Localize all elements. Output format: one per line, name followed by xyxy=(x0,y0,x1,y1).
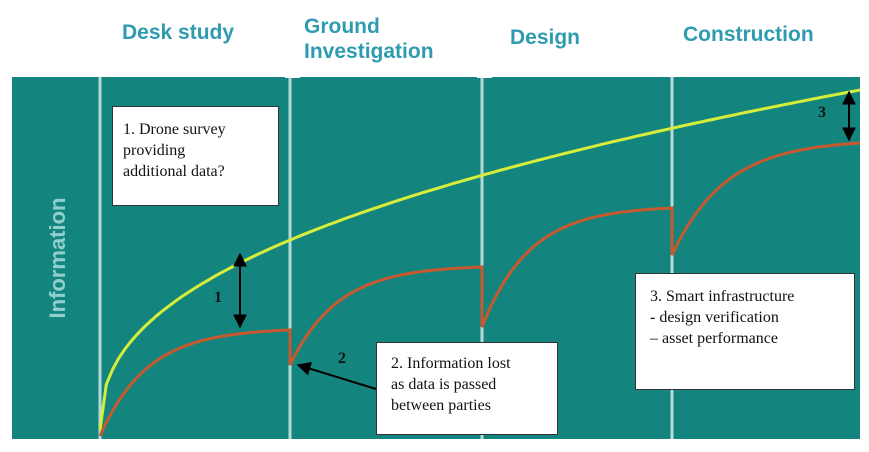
callout-line: – asset performance xyxy=(650,330,778,347)
callout-line: - design verification xyxy=(650,309,779,326)
callout-line: as data is passed xyxy=(391,376,497,393)
ideal-information-curve xyxy=(98,88,861,431)
callout-line: providing xyxy=(123,142,186,159)
stage-title-line: Investigation xyxy=(304,40,434,63)
callout-line: 1. Drone survey xyxy=(123,121,226,138)
callout-line: 2. Information lost xyxy=(391,355,511,372)
loss-arrow-2 xyxy=(296,362,377,390)
marker-1: 1 xyxy=(214,289,222,306)
marker-2: 2 xyxy=(338,350,346,367)
stage-title-construction: Construction xyxy=(683,22,814,47)
marker-3: 3 xyxy=(818,104,826,121)
callout-smart-infrastructure: 3. Smart infrastructure - design verific… xyxy=(635,273,855,390)
stage-title-ground-investigation: Ground Investigation xyxy=(304,14,434,64)
callout-information-lost: 2. Information lost as data is passed be… xyxy=(376,342,558,435)
stage-title-design: Design xyxy=(510,25,580,50)
callout-line: additional data? xyxy=(123,163,225,180)
stage-title-line: Design xyxy=(510,26,581,49)
panel-notch xyxy=(477,70,492,78)
panel-notch xyxy=(285,70,300,78)
callout-line: 3. Smart infrastructure xyxy=(650,288,795,305)
callout-drone-survey: 1. Drone survey providing additional dat… xyxy=(112,106,279,206)
callout-line: between parties xyxy=(391,397,491,414)
stage-dividers xyxy=(98,70,674,439)
stage-title-line: Ground xyxy=(304,15,380,38)
stage-title-line: Desk study xyxy=(122,21,235,44)
stage-title-line: Construction xyxy=(683,23,814,46)
stage-title-desk-study: Desk study xyxy=(122,20,234,45)
actual-information-curve xyxy=(98,141,861,437)
